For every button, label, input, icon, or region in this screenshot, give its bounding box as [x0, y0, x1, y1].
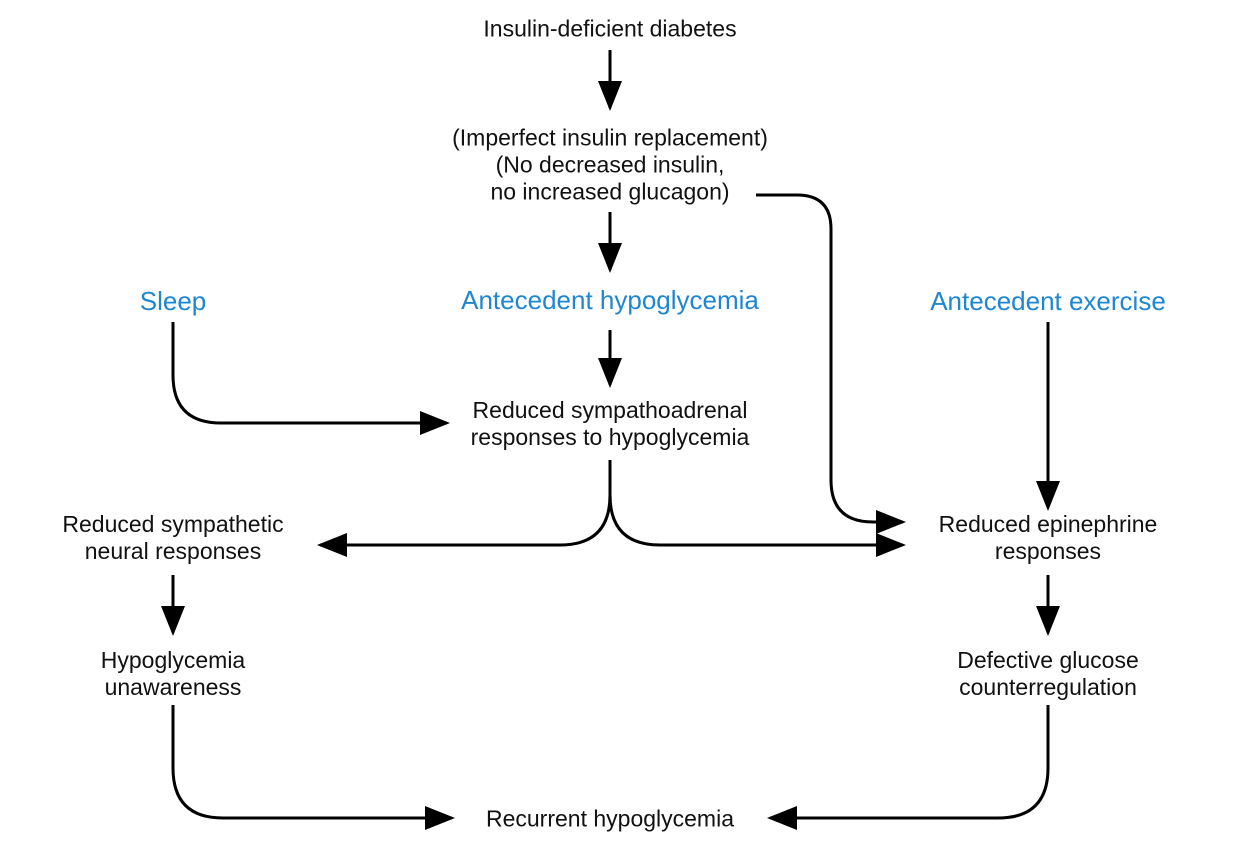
sleep-node: Sleep — [140, 286, 207, 316]
arrow-sympathoadrenal-to-epinephrine — [608, 460, 906, 557]
arrow-sympathoadrenal-to-sympathetic-neural — [317, 460, 612, 557]
imperfect-insulin-replacement-node: (Imperfect insulin replacement) (No decr… — [452, 125, 768, 206]
node-line: Defective glucose — [957, 647, 1139, 673]
arrow-unawareness-to-recurrent — [171, 705, 455, 830]
node-line: (Imperfect insulin replacement) — [452, 124, 768, 151]
defective-counterregulation-node: Defective glucose counterregulation — [957, 647, 1139, 701]
node-line: Sleep — [139, 286, 207, 316]
reduced-sympathetic-neural-node: Reduced sympathetic neural responses — [62, 511, 283, 565]
node-line: counterregulation — [959, 674, 1137, 700]
antecedent-hypoglycemia-node: Antecedent hypoglycemia — [461, 285, 759, 315]
node-line: Reduced sympathetic — [62, 511, 284, 537]
node-line: (No decreased insulin, — [495, 151, 725, 178]
node-line: Antecedent exercise — [930, 286, 1166, 316]
arrow-sleep-to-sympathoadrenal — [171, 322, 450, 435]
node-line: responses to hypoglycemia — [470, 424, 750, 450]
node-line: Insulin-deficient diabetes — [483, 15, 737, 42]
reduced-sympathoadrenal-node: Reduced sympathoadrenal responses to hyp… — [471, 397, 750, 451]
antecedent-exercise-node: Antecedent exercise — [930, 286, 1166, 316]
node-line: Reduced epinephrine — [938, 511, 1158, 537]
node-line: Reduced sympathoadrenal — [472, 397, 748, 423]
arrow-counterregulation-to-recurrent — [767, 705, 1050, 830]
node-line: Hypoglycemia — [100, 647, 246, 673]
insulin-deficient-diabetes-node: Insulin-deficient diabetes — [483, 16, 736, 43]
recurrent-hypoglycemia-node: Recurrent hypoglycemia — [486, 806, 734, 833]
node-line: Recurrent hypoglycemia — [485, 805, 735, 832]
node-line: Antecedent hypoglycemia — [461, 285, 759, 315]
reduced-epinephrine-node: Reduced epinephrine responses — [939, 511, 1158, 565]
node-line: no increased glucagon) — [490, 178, 730, 205]
arrow-replacement-to-epinephrine — [756, 193, 906, 534]
hypoglycemia-unawareness-node: Hypoglycemia unawareness — [101, 647, 245, 701]
node-line: neural responses — [84, 538, 262, 564]
node-line: unawareness — [104, 674, 242, 700]
node-line: responses — [994, 538, 1102, 564]
